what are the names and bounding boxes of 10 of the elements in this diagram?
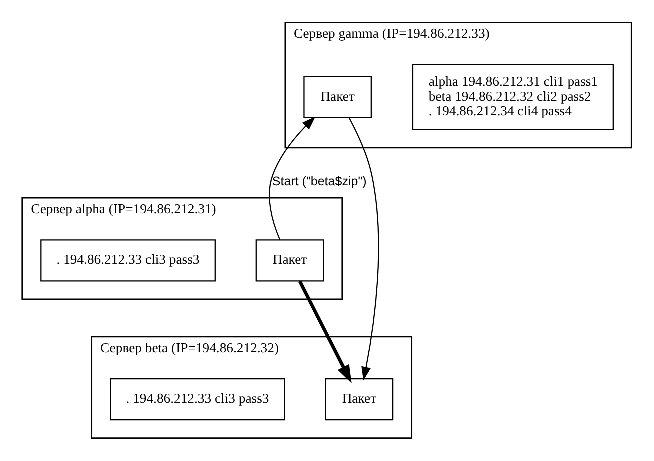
arrow: [298, 280, 352, 384]
node-box: . 194.86.212.33 cli3 pass3: [40, 240, 216, 282]
arrow: [348, 118, 380, 381]
node-box: alpha 194.86.212.31 cli1 pass1 beta 194.86.212.32 cli2 pass2 . 194.86.212.34 cli4 pass4: [412, 64, 614, 130]
edge-label: Start ("beta$zip"): [272, 174, 367, 188]
node-box: . 194.86.212.33 cli3 pass3: [110, 378, 286, 421]
node-box: Пакет: [325, 378, 394, 421]
node-box: Пакет: [256, 240, 324, 282]
arrow: [269, 116, 316, 240]
node-box: Пакет: [304, 76, 372, 118]
